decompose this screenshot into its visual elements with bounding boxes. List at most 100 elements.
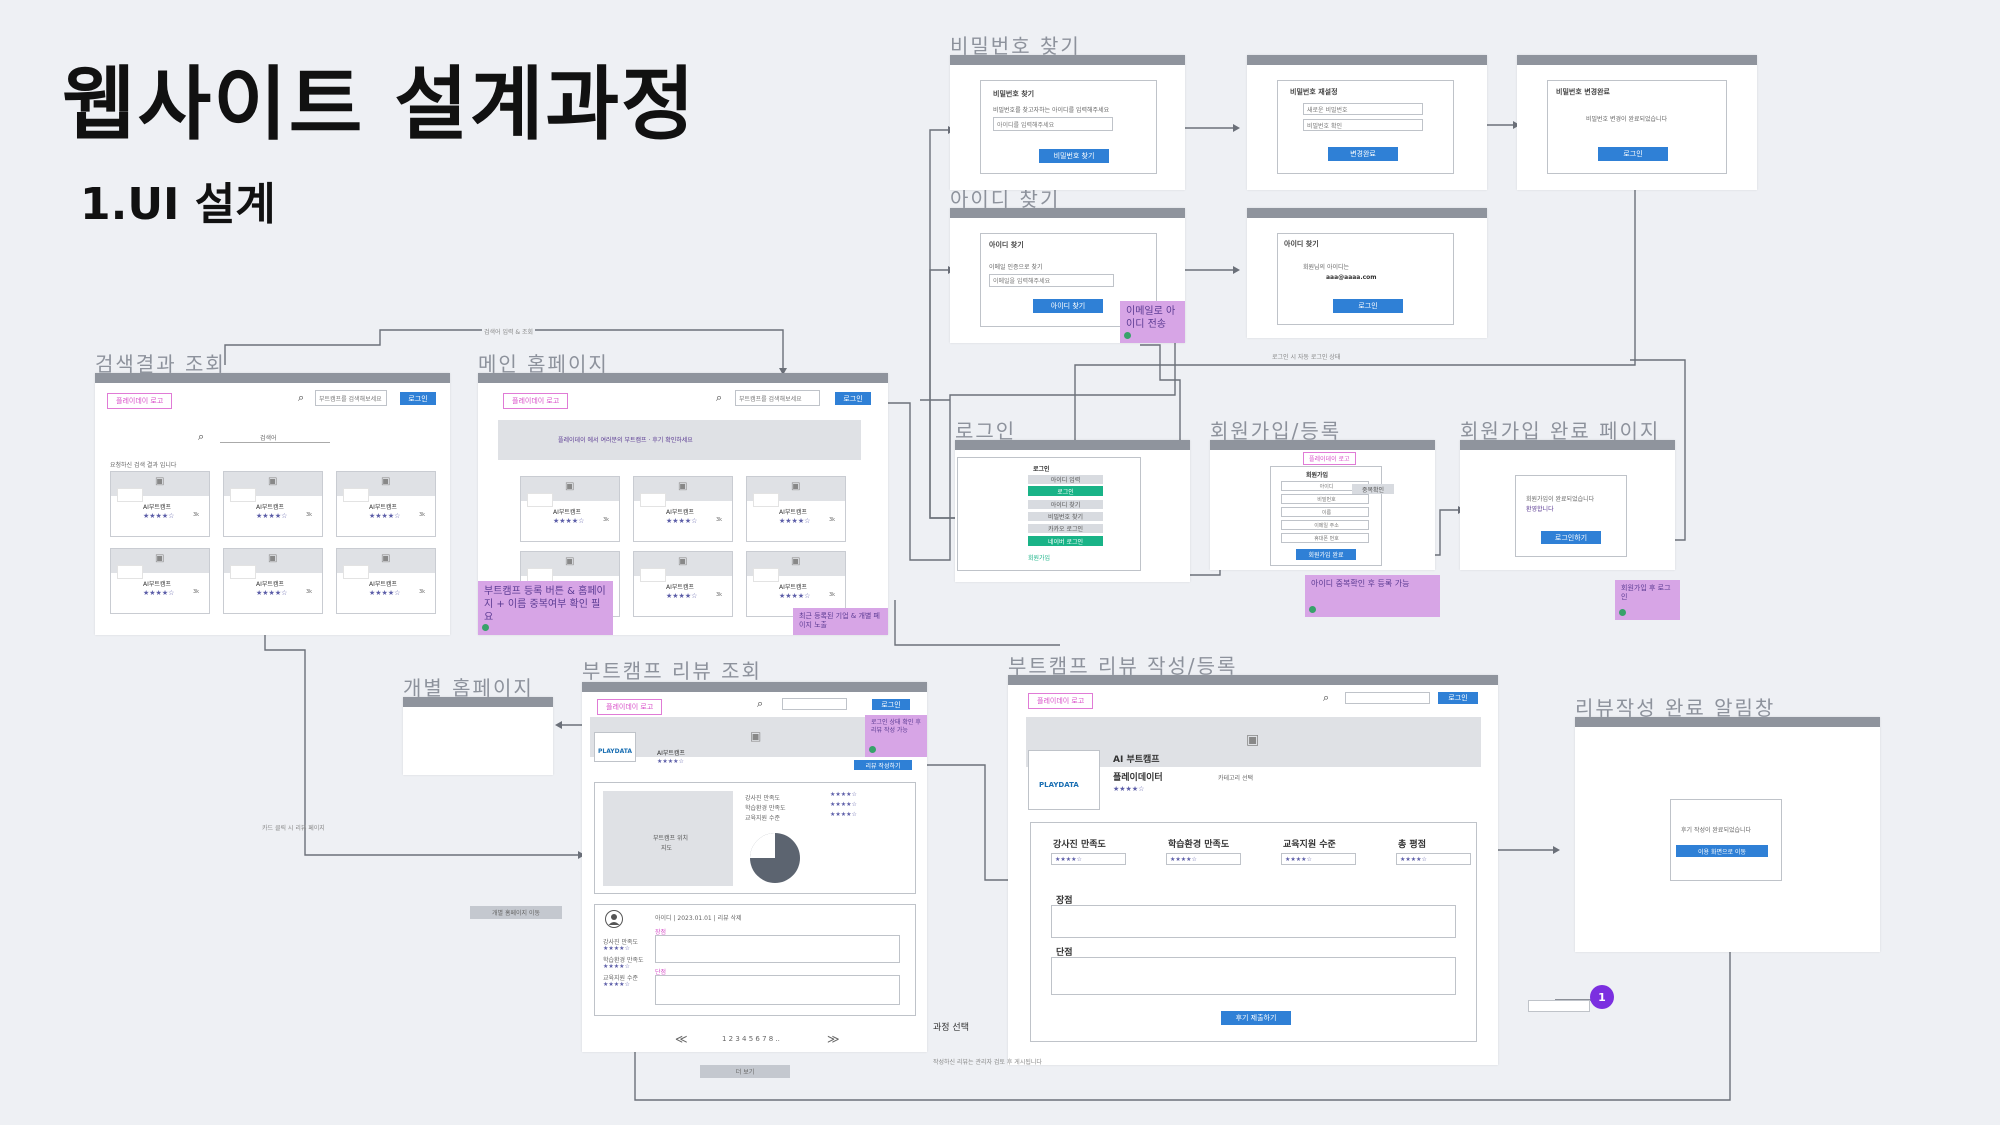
location-map: 부트캠프 위치 지도 (603, 791, 733, 886)
review-write-pros-input[interactable] (1051, 905, 1456, 938)
note-review-right-text: 로그인 상태 확인 후 리뷰 작성 가능 (871, 719, 921, 734)
signup-logo[interactable]: 플레이데이 로고 (1303, 452, 1356, 465)
search-card-3[interactable]: ▣AI부트캠프★★★★☆3k (110, 548, 210, 614)
review-write-cons-label: 단점 (1056, 948, 1073, 958)
summary-stars-1: ★★★★☆ (830, 791, 857, 798)
main-card-5[interactable]: ▣AI부트캠프★★★★☆3k (746, 551, 846, 617)
search-card-0[interactable]: ▣AI부트캠프★★★★☆3k (110, 471, 210, 537)
review-item-criteria-3: 교육지원 수준 (603, 975, 639, 982)
search-card-1[interactable]: ▣AI부트캠프★★★★☆3k (223, 471, 323, 537)
search-icon[interactable]: ⌕ (298, 391, 305, 404)
main-search-icon[interactable]: ⌕ (716, 391, 723, 404)
label-main-home: 메인 홈페이지 (478, 352, 609, 376)
card-image-icon: ▣ (268, 553, 278, 564)
pagination-pages[interactable]: 1 2 3 4 5 6 7 8 .. (722, 1035, 780, 1043)
search-card-5[interactable]: ▣AI부트캠프★★★★☆3k (336, 548, 436, 614)
review-submit-button[interactable]: 후기 제출하기 (1221, 1011, 1291, 1025)
review-write-login-button[interactable]: 로그인 (1438, 692, 1478, 704)
card-review-count: 3k (829, 517, 836, 523)
write-criteria-select-0[interactable]: ★★★★☆ (1051, 853, 1126, 865)
search-login-button[interactable]: 로그인 (400, 392, 436, 405)
find-id-button[interactable]: 아이디 찾기 (1033, 299, 1103, 313)
card-name: AI부트캠프 (779, 584, 807, 591)
card-name: AI부트캠프 (666, 584, 694, 591)
course-select-label[interactable]: 과정 선택 (933, 1023, 969, 1033)
login-find-password-link[interactable]: 비밀번호 찾기 (1028, 512, 1103, 521)
signup-complete-frame: 회원가입이 완료되었습니다 환영합니다 로그인하기 (1460, 440, 1675, 570)
password-done-desc: 비밀번호 변경이 완료되었습니다 (1586, 116, 1668, 123)
main-card-0[interactable]: ▣AI부트캠프★★★★☆3k (520, 476, 620, 542)
reset-password-button[interactable]: 변경완료 (1328, 147, 1398, 161)
find-password-id-input[interactable]: 아이디를 입력해주세요 (993, 117, 1113, 131)
new-password-input[interactable]: 새로운 비밀번호 (1303, 103, 1423, 115)
signup-field-1[interactable]: 비밀번호 (1281, 494, 1369, 504)
caption-to-personal: 개별 홈페이지 이동 (470, 906, 562, 919)
signup-check-button[interactable]: 중복확인 (1352, 484, 1394, 494)
review-view-org-name: AI부트캠프 (657, 750, 685, 757)
login-signup-link[interactable]: 회원가입 (1028, 555, 1051, 562)
login-id-input[interactable]: 아이디 입력 (1028, 475, 1103, 484)
find-id-email-input[interactable]: 이메일을 입력해주세요 (989, 274, 1114, 287)
login-submit-button[interactable]: 로그인 (1028, 486, 1103, 496)
review-write-cons-input[interactable] (1051, 957, 1456, 995)
pagination-prev[interactable]: ≪ (675, 1032, 688, 1046)
summary-criteria-3: 교육지원 수준 (745, 815, 781, 822)
find-id-result-card: 아이디 찾기 회원님의 아이디는 aaa@aaaa.com 로그인 (1277, 233, 1454, 325)
review-view-hero: ▣ (590, 717, 915, 757)
search-page-input[interactable]: 부트캠프를 검색해보세요 (315, 390, 387, 406)
signup-field-3[interactable]: 이메일 주소 (1281, 520, 1369, 530)
main-card-1[interactable]: ▣AI부트캠프★★★★☆3k (633, 476, 733, 542)
review-write-button[interactable]: 리뷰 작성하기 (854, 760, 912, 770)
signup-field-4[interactable]: 휴대폰 번호 (1281, 533, 1369, 543)
review-view-org-stars: ★★★★☆ (657, 758, 684, 765)
card-name: AI부트캠프 (143, 581, 171, 588)
search-logo[interactable]: 플레이데이 로고 (107, 393, 173, 409)
review-view-search-input[interactable] (782, 698, 847, 710)
signup-field-2[interactable]: 이름 (1281, 507, 1369, 517)
card-name: AI부트캠프 (369, 581, 397, 588)
card-stars: ★★★★☆ (369, 512, 401, 520)
write-criteria-select-1[interactable]: ★★★★☆ (1166, 853, 1241, 865)
review-item-cons (655, 975, 900, 1005)
signup-complete-login-button[interactable]: 로그인하기 (1541, 531, 1601, 544)
card-image-icon: ▣ (565, 481, 575, 492)
write-criteria-select-3[interactable]: ★★★★☆ (1396, 853, 1471, 865)
review-complete-button[interactable]: 이용 화면으로 이동 (1676, 845, 1768, 857)
login-kakao-button[interactable]: 카카오 로그인 (1028, 524, 1103, 533)
login-naver-button[interactable]: 네이버 로그인 (1028, 536, 1103, 546)
note-signup: 아이디 중복확인 후 등록 가능 (1305, 575, 1440, 617)
write-criteria-select-2[interactable]: ★★★★☆ (1281, 853, 1356, 865)
main-banner-text: 플레이데이 에서 여러분의 부트캠프 · 후기 확인하세요 (558, 437, 693, 444)
find-password-button[interactable]: 비밀번호 찾기 (1039, 149, 1109, 163)
card-review-count: 3k (829, 592, 836, 598)
more-button[interactable]: 더 보기 (700, 1065, 790, 1078)
confirm-password-input[interactable]: 비밀번호 확인 (1303, 119, 1423, 131)
main-logo[interactable]: 플레이데이 로고 (503, 393, 569, 409)
card-name: AI부트캠프 (553, 509, 581, 516)
card-stars: ★★★★☆ (666, 517, 698, 525)
main-login-button[interactable]: 로그인 (835, 392, 871, 405)
search-card-2[interactable]: ▣AI부트캠프★★★★☆3k (336, 471, 436, 537)
password-done-login-button[interactable]: 로그인 (1598, 147, 1668, 161)
review-write-logo[interactable]: 플레이데이 로고 (1028, 693, 1094, 709)
main-search-input[interactable]: 부트캠프를 검색해보세요 (735, 390, 820, 406)
signup-submit-button[interactable]: 회원가입 완료 (1296, 549, 1356, 560)
main-card-2[interactable]: ▣AI부트캠프★★★★☆3k (746, 476, 846, 542)
search-card-4[interactable]: ▣AI부트캠프★★★★☆3k (223, 548, 323, 614)
review-view-login-button[interactable]: 로그인 (872, 699, 910, 710)
pagination-next[interactable]: ≫ (827, 1032, 840, 1046)
login-find-id-link[interactable]: 아이디 찾기 (1028, 500, 1103, 509)
search-field[interactable]: 검색어 (220, 433, 330, 443)
find-id-frame: 아이디 찾기 이메일 인증으로 찾기 이메일을 입력해주세요 아이디 찾기 이메… (950, 208, 1185, 343)
review-write-search-icon[interactable]: ⌕ (1323, 691, 1330, 704)
review-view-search-icon[interactable]: ⌕ (757, 697, 764, 710)
find-id-result-login-button[interactable]: 로그인 (1333, 299, 1403, 313)
write-criteria-label-3: 총 평점 (1398, 840, 1426, 850)
find-password-desc: 비밀번호를 찾고자하는 아이디를 입력해주세요 (993, 107, 1110, 114)
review-write-search-input[interactable] (1345, 692, 1430, 704)
main-card-4[interactable]: ▣AI부트캠프★★★★☆3k (633, 551, 733, 617)
label-signup: 회원가입/등록 (1210, 419, 1342, 443)
comment-badge[interactable]: 1 (1590, 985, 1614, 1009)
note-main-right-text: 최근 등록된 기업 & 개별 페이지 노출 (799, 612, 880, 629)
review-view-logo[interactable]: 플레이데이 로고 (597, 699, 663, 715)
